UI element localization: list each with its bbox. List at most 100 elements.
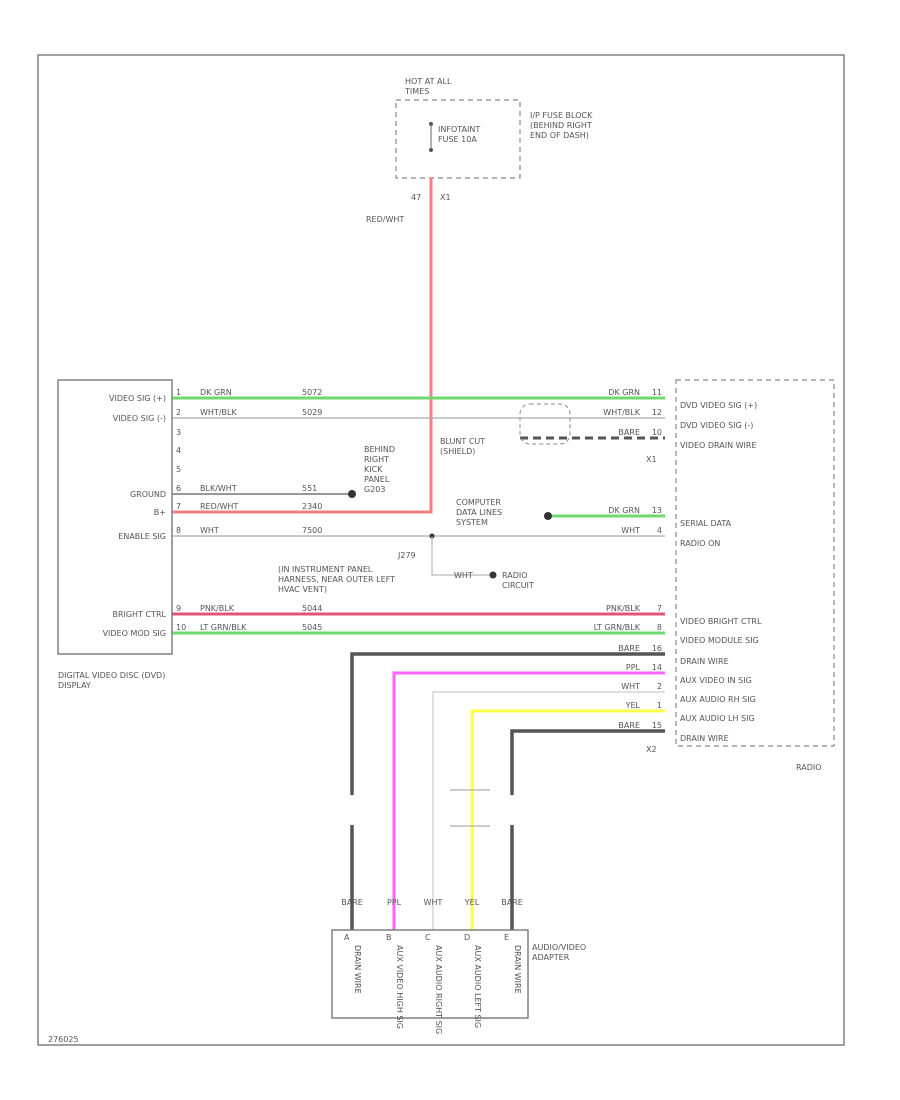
dvd-wire-color: PNK/BLK [200,604,235,613]
dvd-pin-num: 1 [176,388,181,397]
dvd-circuit-num: 5029 [302,408,322,417]
adapter-pin-label: AUX AUDIO RIGHT SIG [434,945,443,1034]
wire-red-bplus [172,178,433,514]
dvd-wire-color: DK GRN [200,388,232,397]
dvd-display: DIGITAL VIDEO DISC (DVD)DISPLAY VIDEO SI… [57,379,323,690]
radio-pin-label: AUX VIDEO IN SIG [680,676,752,685]
adapter-pin-label: DRAIN WIRE [513,945,522,994]
dvd-pin-label: BRIGHT CTRL [112,610,166,619]
dvd-pin-label: ENABLE SIG [118,532,166,541]
dvd-wire-color: WHT [200,526,219,535]
diagram-frame [37,54,845,1046]
dvd-wire-color: WHT/BLK [200,408,237,417]
adapter-pin-label: AUX VIDEO HIGH SIG [395,945,404,1029]
fuse-bottom-dot [429,148,433,152]
radio-pin-num: 1 [657,701,662,710]
radio-connector-x2: X2 [646,745,657,754]
dvd-pin-num: 3 [176,428,181,437]
radio-pin-label: DVD VIDEO SIG (+) [680,401,757,410]
fuse-wire-label: RED/WHT [366,215,404,224]
dvd-pin-num: 7 [176,502,181,511]
radio-pin-label: VIDEO MODULE SIG [680,636,759,645]
dvd-display-box [57,379,173,655]
fuse-pin-left: 47 [411,193,421,202]
adapter-pin-num: A [344,933,350,942]
j279-label: J279 [397,551,416,560]
dvd-pin-num: 10 [176,623,186,632]
radio-pin-label: DRAIN WIRE [680,734,729,743]
radio-pin-num: 2 [657,682,662,691]
dvd-wire-color: LT GRN/BLK [200,623,247,632]
adapter-pin-num: E [504,933,509,942]
radio-wire-color: WHT [621,682,640,691]
adapter-wire-color: BARE [341,898,363,907]
radio-wire-color: BARE [618,721,640,730]
radio-wire-color: PNK/BLK [606,604,641,613]
radio-wire-color: YEL [625,701,641,710]
dvd-wire-color: RED/WHT [200,502,238,511]
fuse-pin-right: X1 [440,193,451,202]
radio-pin-num: 12 [652,408,662,417]
adapter-wire-color: PPL [387,898,402,907]
ground-point [348,490,356,498]
dvd-pin-num: 5 [176,465,181,474]
radio-pin-label: VIDEO BRIGHT CTRL [680,617,762,626]
radio-pin-label: DVD VIDEO SIG (-) [680,421,753,430]
serial-data-point [544,512,552,520]
dvd-pin-label: B+ [154,508,166,517]
dvd-pin-num: 4 [176,446,181,455]
radio-pin-num: 8 [657,623,662,632]
adapter-pin-num: B [386,933,392,942]
wires [172,178,665,930]
footer-code: 276025 [48,1035,79,1044]
fuse-block-outline [395,99,521,179]
radio-pin-num: 13 [652,506,662,515]
radio-pin-label: VIDEO DRAIN WIRE [680,441,757,450]
radio-wire-color: BARE [618,644,640,653]
adapter-pin-num: C [425,933,431,942]
radio-pin-num: 14 [652,663,662,672]
wire-bare-drain-1 [350,652,665,795]
dvd-pin-num: 2 [176,408,181,417]
radio-wire-color: LT GRN/BLK [594,623,641,632]
radio-wire-color: WHT [621,526,640,535]
radio-connector-x1: X1 [646,455,657,464]
wht-label: WHT [454,571,473,580]
adapter-wire-color: WHT [424,898,443,907]
radio-pin-num: 7 [657,604,662,613]
radio-pin-label: RADIO ON [680,539,720,548]
wire-ppl-aux-video [392,671,665,930]
wire-bare-drain-2 [510,729,665,795]
radio-wire-color: PPL [626,663,641,672]
radio-circuit-point [489,571,497,579]
dvd-pin-num: 6 [176,484,181,493]
dvd-circuit-num: 2340 [302,502,322,511]
radio-pin-num: 15 [652,721,662,730]
shield-label: BLUNT CUT(SHIELD) [440,437,485,456]
adapter-wire-color: YEL [464,898,480,907]
radio-pin-label: DRAIN WIRE [680,657,729,666]
wire-wht-aux-rh [432,691,665,930]
av-adapter-box [331,929,529,1019]
dvd-circuit-num: 5044 [302,604,322,613]
adapter-pin-label: DRAIN WIRE [353,945,362,994]
radio-wire-color: BARE [618,428,640,437]
dvd-pin-num: 9 [176,604,181,613]
adapter-pin-num: D [464,933,470,942]
dvd-pin-label: VIDEO SIG (-) [113,414,166,423]
radio-wire-color: WHT/BLK [603,408,640,417]
dvd-wire-color: BLK/WHT [200,484,237,493]
